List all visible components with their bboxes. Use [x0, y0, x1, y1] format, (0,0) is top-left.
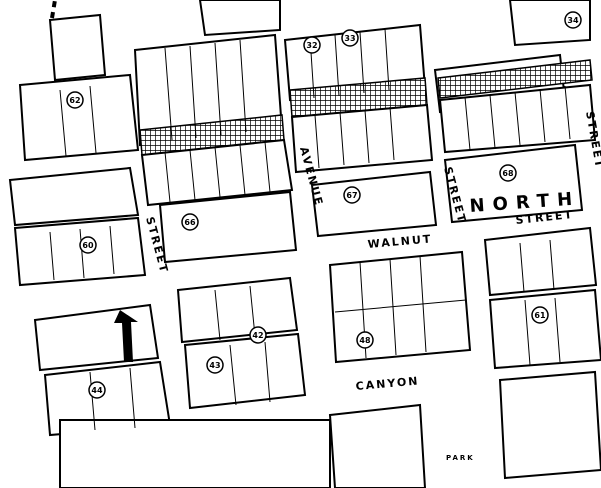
block [198, 0, 281, 37]
block-number: 60 [82, 241, 94, 250]
block [328, 250, 472, 364]
block [508, 0, 591, 47]
block [18, 73, 140, 162]
block [443, 143, 584, 224]
block-number: 68 [502, 169, 514, 178]
block [310, 170, 438, 238]
block [176, 276, 299, 344]
block [183, 332, 307, 410]
block-number: 32 [306, 41, 317, 50]
block-number: 66 [184, 218, 196, 227]
block [328, 403, 427, 488]
block [13, 216, 147, 287]
block [59, 419, 331, 488]
block [498, 370, 601, 480]
block-number: 48 [359, 336, 371, 345]
block [140, 138, 294, 207]
block-number: 34 [567, 16, 579, 25]
block [33, 303, 160, 372]
block-number: 42 [252, 331, 263, 340]
street-label-north-street: STREET [515, 208, 574, 227]
block [158, 190, 298, 264]
block-number: 67 [346, 191, 357, 200]
block [8, 166, 140, 227]
block-number: 33 [344, 34, 355, 43]
block-number: 44 [91, 386, 103, 395]
block [483, 226, 598, 297]
city-blocks [8, 0, 601, 488]
block [48, 13, 107, 82]
block-number: 62 [69, 96, 80, 105]
district-boundary [50, 0, 57, 19]
lot-lines [49, 28, 571, 431]
street-label-walnut: WALNUT [367, 232, 433, 251]
block [488, 288, 601, 370]
block-number: 61 [534, 311, 546, 320]
hatched-alley [437, 59, 593, 99]
block [290, 103, 434, 174]
north-arrow-marker [114, 310, 138, 362]
street-label-canyon: CANYON [355, 374, 420, 393]
block-number: 43 [209, 361, 220, 370]
park-label: PARK [446, 454, 475, 462]
block-number-markers: 62 66 60 42 43 44 67 68 61 48 34 32 33 [66, 11, 582, 399]
